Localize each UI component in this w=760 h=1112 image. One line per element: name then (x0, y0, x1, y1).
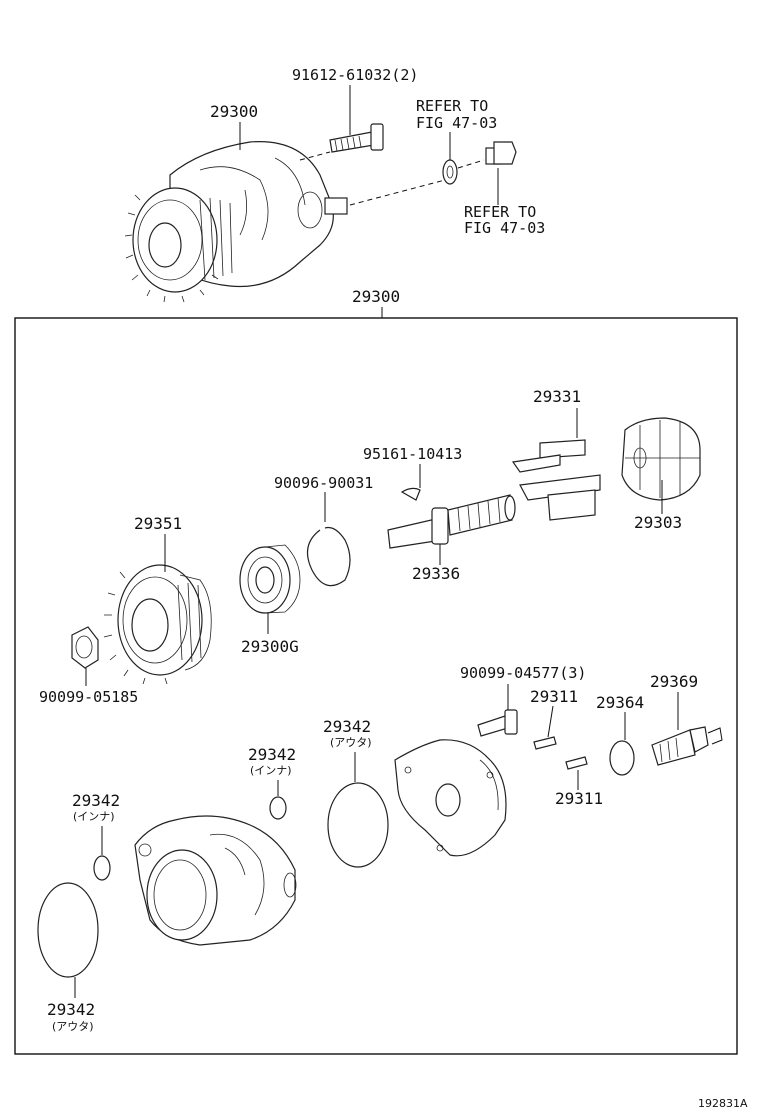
vanes-29331 (511, 408, 601, 521)
top-fitting (485, 141, 517, 165)
nut-90099-05185 (71, 626, 99, 686)
label-29364: 29364 (596, 693, 644, 712)
top-washer (442, 159, 458, 185)
label-29351: 29351 (134, 514, 182, 533)
bearing-29300G (239, 544, 301, 634)
exploded-view-frame (14, 317, 738, 1055)
label-29311-a: 29311 (530, 687, 578, 706)
label-refer-1-line2: FIG 47-03 (416, 114, 497, 132)
label-29342-outer-mid-sub: (アウタ) (330, 736, 372, 749)
sensor-29369 (651, 692, 723, 766)
oring-29364 (609, 740, 635, 776)
pin-29311-a (533, 736, 557, 750)
label-box-title: 29300 (352, 287, 400, 306)
label-90099-05185: 90099-05185 (39, 688, 138, 706)
key-95161 (400, 487, 421, 501)
label-29331: 29331 (533, 387, 581, 406)
label-29336: 29336 (412, 564, 460, 583)
label-29342-outer-left-sub: (アウタ) (52, 1020, 94, 1033)
label-29311-b: 29311 (555, 789, 603, 808)
top-assembly-drawing (124, 85, 517, 303)
shaft-29336 (387, 494, 516, 565)
label-90099-04577: 90099-04577(3) (460, 664, 586, 682)
oring-29342-outer-mid (327, 782, 389, 868)
label-95161: 95161-10413 (363, 445, 462, 463)
label-90096: 90096-90031 (274, 474, 373, 492)
label-29369: 29369 (650, 672, 698, 691)
label-top-assembly: 29300 (210, 102, 258, 121)
pump-housing (134, 815, 297, 946)
top-gear (124, 187, 233, 303)
label-top-bolt: 91612-61032(2) (292, 66, 418, 84)
gear-29351 (103, 534, 212, 685)
figure-id: 192831A (698, 1097, 748, 1110)
label-29342-inner-left: 29342 (72, 791, 120, 810)
label-29342-inner-mid: 29342 (248, 745, 296, 764)
label-29303: 29303 (634, 513, 682, 532)
label-refer-2-line2: FIG 47-03 (464, 219, 545, 237)
label-29342-outer-left: 29342 (47, 1000, 95, 1019)
pin-29311-b (565, 756, 588, 770)
oring-29342-inner-left (93, 855, 111, 881)
label-29342-outer-mid: 29342 (323, 717, 371, 736)
label-29342-inner-left-sub: (インナ) (73, 810, 115, 823)
top-bolt (329, 123, 384, 153)
oring-29342-outer-left (37, 882, 99, 978)
label-refer-2-line1: REFER TO (464, 203, 536, 221)
label-refer-1-line1: REFER TO (416, 97, 488, 115)
oring-29342-inner-mid (269, 796, 287, 820)
snap-ring-90096 (306, 526, 351, 587)
label-29342-inner-mid-sub: (インナ) (250, 764, 292, 777)
rotor-29303 (621, 417, 701, 514)
label-29300G: 29300G (241, 637, 299, 656)
cover-plate (394, 739, 507, 857)
bolt-90099-04577 (477, 684, 518, 737)
